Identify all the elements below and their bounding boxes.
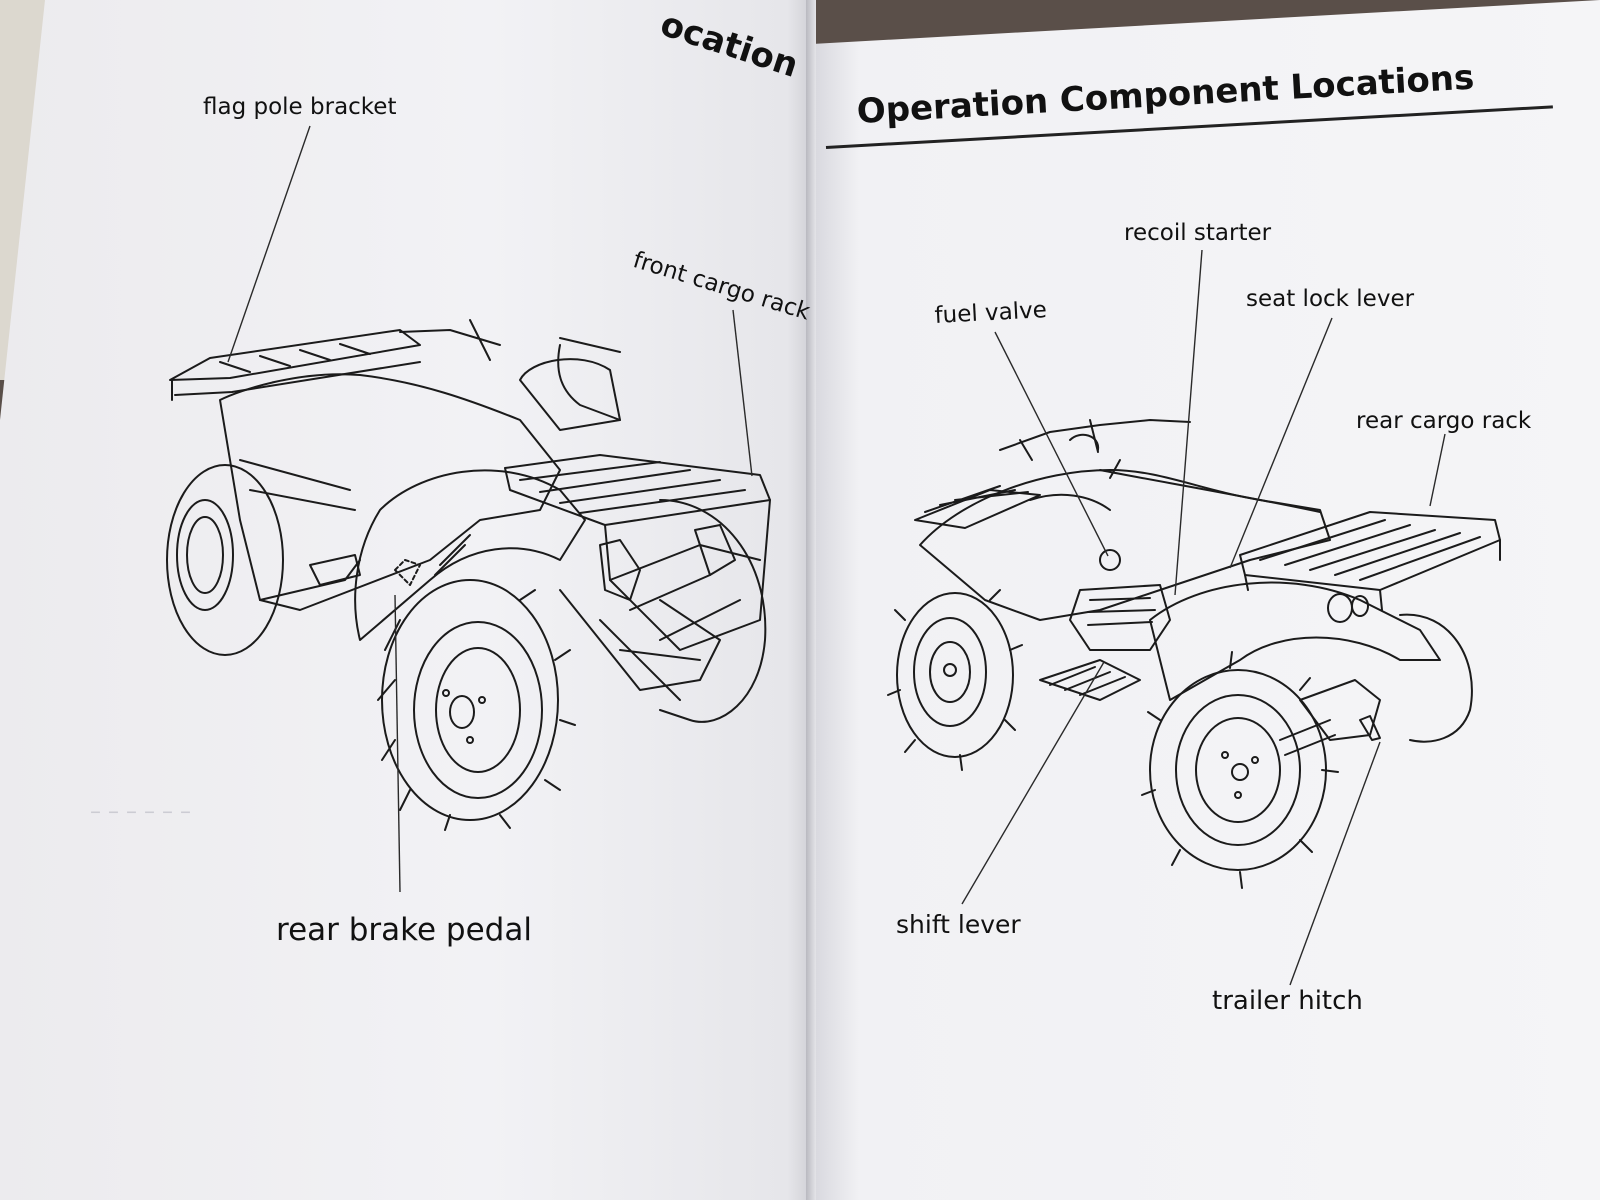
atv-front-handlebars — [399, 319, 621, 421]
label-fuel-valve: fuel valve — [933, 297, 1048, 329]
label-flag-pole-bracket: flag pole bracket — [203, 94, 397, 120]
atv-rear-brake-pedal — [394, 559, 421, 586]
atv-front-rear-rack — [169, 329, 421, 401]
atv-front-cargo-rack — [504, 454, 771, 651]
left-leader-lines — [227, 125, 753, 893]
atv-trailer-hitch — [1359, 715, 1381, 741]
right-leader-lines — [961, 249, 1446, 986]
atv-front-near-wheel — [377, 579, 576, 831]
atv-rear-cargo-rack — [1239, 511, 1501, 611]
atv-rear-front-wheel — [887, 589, 1023, 771]
right-page — [812, 0, 1600, 1200]
atv-front-fender — [354, 469, 586, 641]
atv-front-body — [219, 373, 561, 611]
label-rear-brake-pedal: rear brake pedal — [276, 912, 532, 948]
atv-rear-near-wheel — [1141, 651, 1339, 889]
label-shift-lever: shift lever — [896, 910, 1021, 939]
atv-rear-illustration — [887, 419, 1501, 889]
label-recoil-starter: recoil starter — [1124, 220, 1272, 246]
label-seat-lock-lever: seat lock lever — [1246, 286, 1415, 312]
atv-front-rear-wheel — [166, 464, 284, 656]
book-gutter — [806, 0, 816, 1200]
label-trailer-hitch: trailer hitch — [1212, 986, 1363, 1016]
label-rear-cargo-rack: rear cargo rack — [1356, 408, 1532, 434]
